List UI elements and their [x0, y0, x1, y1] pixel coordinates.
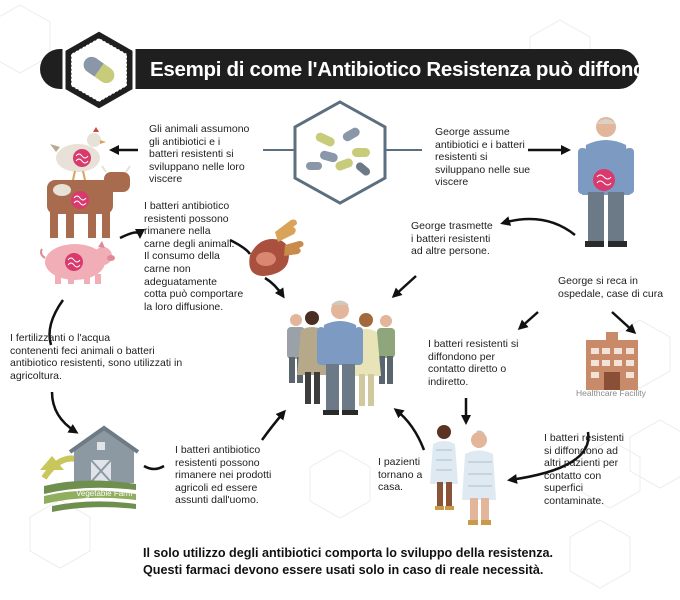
pills-icon — [62, 28, 136, 112]
crowd-icon — [287, 300, 395, 415]
node-bacteria-in-produce: I batteri antibiotico resistenti possono… — [175, 444, 272, 507]
george-icon — [578, 117, 634, 247]
vegetable-farm-label: Vegetable Farm — [76, 489, 133, 498]
node-fertilizers: I fertilizzanti o l'acqua contenenti fec… — [10, 332, 183, 382]
node-george-hospital: George si reca in ospedale, case di cura — [558, 275, 664, 300]
node-spread-to-patients: I batteri resistenti si diffondono ad al… — [544, 432, 624, 507]
cow-icon — [47, 165, 131, 238]
barn-icon — [40, 425, 140, 512]
hospital-icon — [586, 332, 638, 390]
node-george-transmits: George trasmette i batteri resistenti ad… — [411, 220, 493, 258]
page-title: Esempi di come l'Antibiotico Resistenza … — [150, 58, 680, 81]
node-patients-home: I pazienti tornano a casa. — [378, 456, 423, 494]
patients-icon — [430, 425, 496, 525]
pig-icon — [40, 241, 115, 284]
footer-note: Il solo utilizzo degli antibiotici compo… — [143, 546, 554, 577]
chicken-icon — [50, 127, 106, 181]
arrow-icon — [48, 145, 637, 484]
node-bacteria-in-meat: I batteri antibiotico resistenti possono… — [144, 200, 244, 313]
node-george-takes-antibiotics: George assume antibiotici e i batteri re… — [435, 126, 531, 189]
node-direct-contact: I batteri resistenti si diffondono per c… — [428, 338, 519, 388]
title-bar — [40, 49, 639, 89]
node-animals-take-antibiotics: Gli animali assumono gli antibiotici e i… — [149, 123, 250, 186]
central-pills-icon — [293, 100, 387, 205]
healthcare-facility-label: Healthcare Facility — [576, 388, 646, 398]
meat-icon — [249, 219, 304, 276]
